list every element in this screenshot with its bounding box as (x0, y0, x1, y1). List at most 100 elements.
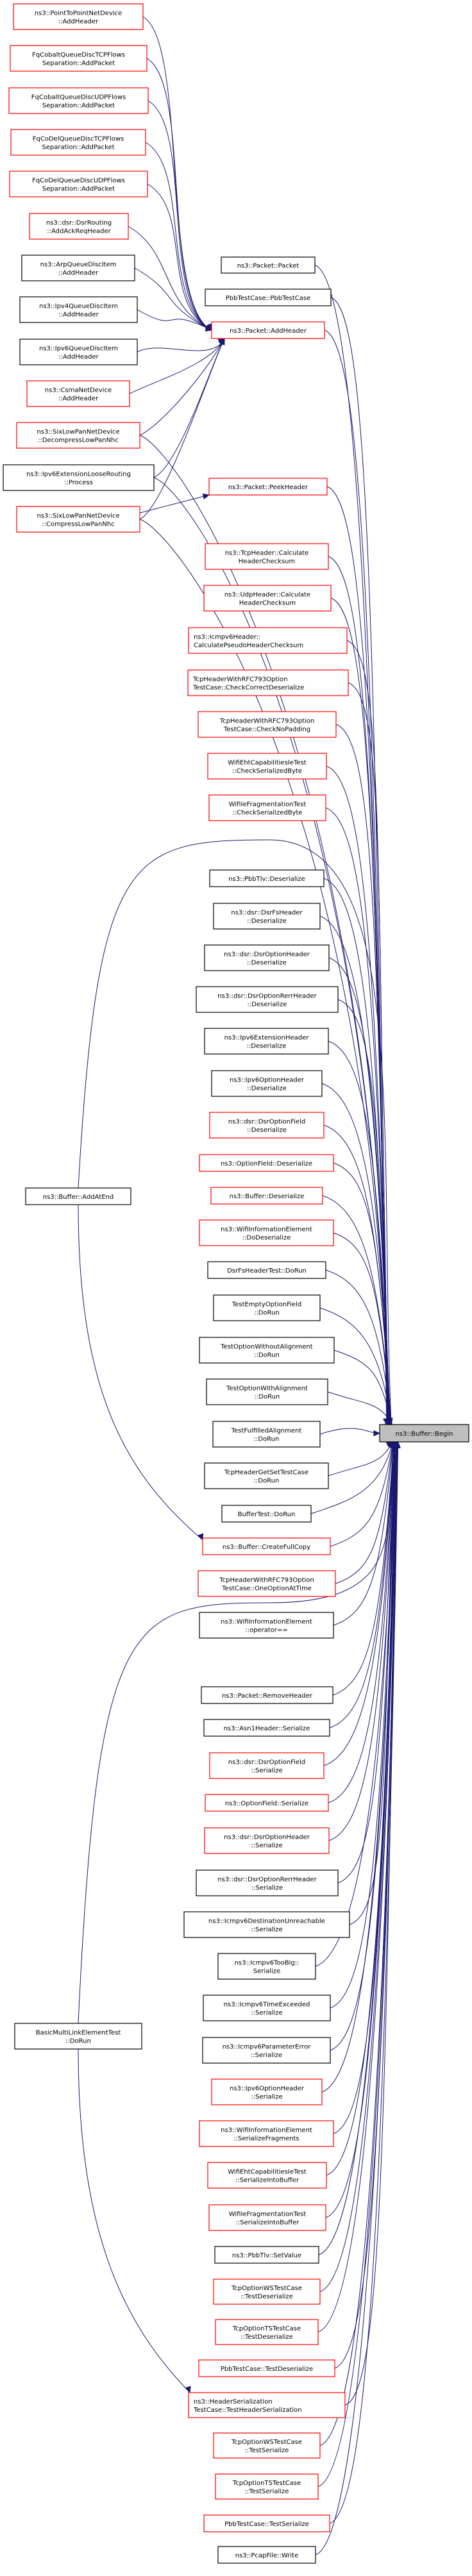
edge-tstestdes-to-begin (317, 1441, 398, 2332)
node-dsrofser[interactable]: ns3::dsr::DsrOptionField::Serialize (209, 1752, 324, 1779)
node-label: ::Serialize (251, 1885, 283, 1892)
node-ipv6extdes[interactable]: ns3::Ipv6ExtensionHeader::Deserialize (204, 1028, 329, 1055)
node-dsrohser[interactable]: ns3::dsr::DsrOptionHeader::Serialize (204, 1827, 330, 1854)
node-iefragser[interactable]: WifiIeFragmentationTest::SerializeIntoBu… (208, 2204, 326, 2231)
edge-buftest-to-begin (310, 1441, 394, 1514)
node-label: Separation::AddPacket (42, 60, 115, 67)
node-testwith[interactable]: TestOptionWithAlignment::DoRun (206, 1378, 328, 1405)
node-hdrser[interactable]: ns3::HeaderSerializationTestCase::TestHe… (188, 2392, 346, 2418)
node-pbbtlvdes[interactable]: ns3::PbbTlv::Deserialize (209, 869, 324, 887)
edge-pbbtestser-to-begin (329, 1441, 399, 2524)
node-box (207, 2162, 327, 2189)
node-fqcobudp[interactable]: FqCobaltQueueDiscUDPFlowsSeparation::Add… (8, 87, 149, 114)
node-ehtchk[interactable]: WifiEhtCapabilitiesIeTest::CheckSerializ… (207, 753, 327, 780)
node-ehtser[interactable]: WifiEhtCapabilitiesIeTest::SerializeInto… (207, 2162, 327, 2189)
node-ipv6optser[interactable]: ns3::Ipv6OptionHeader::Serialize (211, 2078, 323, 2105)
node-pbbctor[interactable]: PbbTestCase::PbbTestCase (205, 289, 332, 306)
node-addatend[interactable]: ns3::Buffer::AddAtEnd (25, 1187, 131, 1205)
node-wstestdes[interactable]: TcpOptionWSTestCase::TestDeserialize (213, 2279, 321, 2305)
node-label: ::DoRun (254, 1352, 280, 1359)
edge-icmptoobig-to-begin (315, 1441, 396, 1967)
node-ipv4q[interactable]: ns3::Ipv4QueueDiscItem::AddHeader (19, 296, 138, 323)
node-peek[interactable]: ns3::Packet::PeekHeader (208, 478, 328, 496)
edge-icmpparam-to-begin (330, 1441, 396, 2051)
node-dsrfstest[interactable]: DsrFsHeaderTest::DoRun (207, 1261, 326, 1279)
node-optfser[interactable]: ns3::OptionField::Serialize (205, 1794, 329, 1812)
call-edge (334, 1441, 400, 2369)
call-edge (333, 1350, 393, 1425)
node-removehdr[interactable]: ns3::Packet::RemoveHeader (201, 1686, 333, 1704)
node-addheader[interactable]: ns3::Packet::AddHeader (211, 321, 325, 339)
arrowhead-icon (205, 325, 213, 332)
node-fqcodtcp[interactable]: FqCoDelQueueDiscTCPFlowsSeparation::AddP… (10, 129, 146, 156)
node-chknopad[interactable]: TcpHeaderWithRFC793OptionTestCase::Check… (198, 711, 337, 738)
node-pbbtlvset[interactable]: ns3::PbbTlv::SetValue (214, 2246, 319, 2264)
node-label: ns3::dsr::DsrOptionHeader (224, 951, 310, 958)
node-dsrrerrdes[interactable]: ns3::dsr::DsrOptionRerrHeader::Deseriali… (196, 986, 339, 1013)
node-fullcopy[interactable]: ns3::Buffer::CreateFullCopy (202, 1537, 331, 1555)
node-bufdes[interactable]: ns3::Buffer::Deserialize (210, 1187, 323, 1205)
call-edge (128, 226, 212, 331)
node-dsrfsdes[interactable]: ns3::dsr::DsrFsHeader::Deserialize (213, 903, 321, 930)
node-label: TcpOptionWSTestCase (231, 2285, 302, 2292)
node-testwithout[interactable]: TestOptionWithoutAlignment::DoRun (199, 1337, 335, 1364)
node-tstestdes[interactable]: TcpOptionTSTestCase::TestDeserialize (215, 2319, 319, 2345)
node-asn1[interactable]: ns3::Asn1Header::Serialize (203, 1719, 330, 1737)
node-dsrack[interactable]: ns3::dsr::DsrRouting::AddAckReqHeader (29, 213, 129, 240)
node-tstestser[interactable]: TcpOptionTSTestCase::TestSerialize (215, 2473, 319, 2500)
node-label: TestCase::CheckNoPadding (223, 726, 310, 733)
node-label: FqCoDelQueueDiscUDPFlows (32, 178, 125, 185)
node-testempty[interactable]: TestEmptyOptionField::DoRun (213, 1294, 321, 1321)
node-box (26, 380, 130, 407)
node-fqcobtcp[interactable]: FqCobaltQueueDiscTCPFlowsSeparation::Add… (10, 45, 148, 72)
edge-bufdes-to-begin (322, 1195, 392, 1425)
node-chkcorrect[interactable]: TcpHeaderWithRFC793OptionTestCase::Check… (187, 669, 349, 696)
edge-addatend-to-begin (78, 839, 392, 1425)
node-basicmle[interactable]: BasicMultiLinkElementTest::DoRun (14, 2023, 142, 2050)
node-box (13, 3, 144, 30)
node-optfdes[interactable]: ns3::OptionField::Deserialize (199, 1154, 334, 1172)
node-pcapwrite[interactable]: ns3::PcapFile::Write (217, 2546, 316, 2564)
node-serfrag[interactable]: ns3::WifiInformationElement::SerializeFr… (199, 2120, 334, 2147)
node-ipv6q[interactable]: ns3::Ipv6QueueDiscItem::AddHeader (19, 339, 138, 365)
node-label: ns3::dsr::DsrOptionRerrHeader (217, 993, 317, 1000)
node-wstestser[interactable]: TcpOptionWSTestCase::TestSerialize (213, 2432, 321, 2459)
node-begin[interactable]: ns3::Buffer::Begin (379, 1424, 469, 1443)
node-oneopt[interactable]: TcpHeaderWithRFC793OptionTestCase::OneOp… (198, 1570, 336, 1597)
node-sixcomp[interactable]: ns3::SixLowPanNetDevice::CompressLowPanN… (16, 506, 140, 533)
node-pktpkt[interactable]: ns3::Packet::Packet (221, 256, 316, 274)
node-testfulfilled[interactable]: TestFulfilledAlignment::DoRun (212, 1421, 321, 1448)
node-pbbtestdes[interactable]: PbbTestCase::TestDeserialize (198, 2359, 335, 2377)
node-box (198, 711, 337, 738)
node-icmpparam[interactable]: ns3::Icmpv6ParameterError::Serialize (202, 2037, 331, 2064)
node-icmpcs[interactable]: ns3::Icmpv6Header::CalculatePseudoHeader… (188, 627, 348, 654)
node-tcpgetset[interactable]: TcpHeaderGetSetTestCase::DoRun (204, 1462, 329, 1489)
call-edge (137, 309, 213, 332)
node-wifidodes[interactable]: ns3::WifiInformationElement::DoDeseriali… (199, 1219, 334, 1246)
node-pbbtestser[interactable]: PbbTestCase::TestSerialize (203, 2514, 330, 2532)
node-dsrohdes[interactable]: ns3::dsr::DsrOptionHeader::Deserialize (204, 944, 330, 971)
node-wifieq[interactable]: ns3::WifiInformationElement::operator== (199, 1612, 334, 1639)
node-csma[interactable]: ns3::CsmaNetDevice::AddHeader (26, 380, 130, 407)
node-arp[interactable]: ns3::ArpQueueDiscItem::AddHeader (21, 255, 135, 281)
node-label: WifiEhtCapabilitiesIeTest (228, 2169, 307, 2176)
node-fqcodudp[interactable]: FqCoDelQueueDiscUDPFlowsSeparation::AddP… (9, 171, 148, 197)
node-loose[interactable]: ns3::Ipv6ExtensionLooseRouting::Process (3, 464, 155, 491)
node-icmptoobig[interactable]: ns3::Icmpv6TooBig::Serialize (217, 1953, 316, 1980)
node-p2p[interactable]: ns3::PointToPointNetDevice::AddHeader (13, 3, 144, 30)
node-dsrrerrser[interactable]: ns3::dsr::DsrOptionRerrHeader::Serialize (196, 1869, 339, 1896)
node-sixdec[interactable]: ns3::SixLowPanNetDevice::DecompressLowPa… (16, 422, 140, 449)
node-box (211, 1070, 323, 1097)
node-dsrofdes[interactable]: ns3::dsr::DsrOptionField::Deserialize (209, 1112, 324, 1139)
node-buftest[interactable]: BufferTest::DoRun (221, 1505, 312, 1523)
node-iefragchk[interactable]: WifiIeFragmentationTest::CheckSerialized… (208, 794, 326, 821)
node-label: TestFulfilledAlignment (231, 1428, 302, 1435)
node-box (199, 1337, 335, 1364)
node-icmpdest[interactable]: ns3::Icmpv6DestinationUnreachable::Seria… (183, 1911, 350, 1938)
node-label: ::TestSerialize (245, 2447, 289, 2454)
node-label: WifiIeFragmentationTest (229, 801, 307, 808)
node-icmptime[interactable]: ns3::Icmpv6TimeExceeded::Serialize (203, 1995, 331, 2021)
node-ipv6optdes[interactable]: ns3::Ipv6OptionHeader::Deserialize (211, 1070, 323, 1097)
